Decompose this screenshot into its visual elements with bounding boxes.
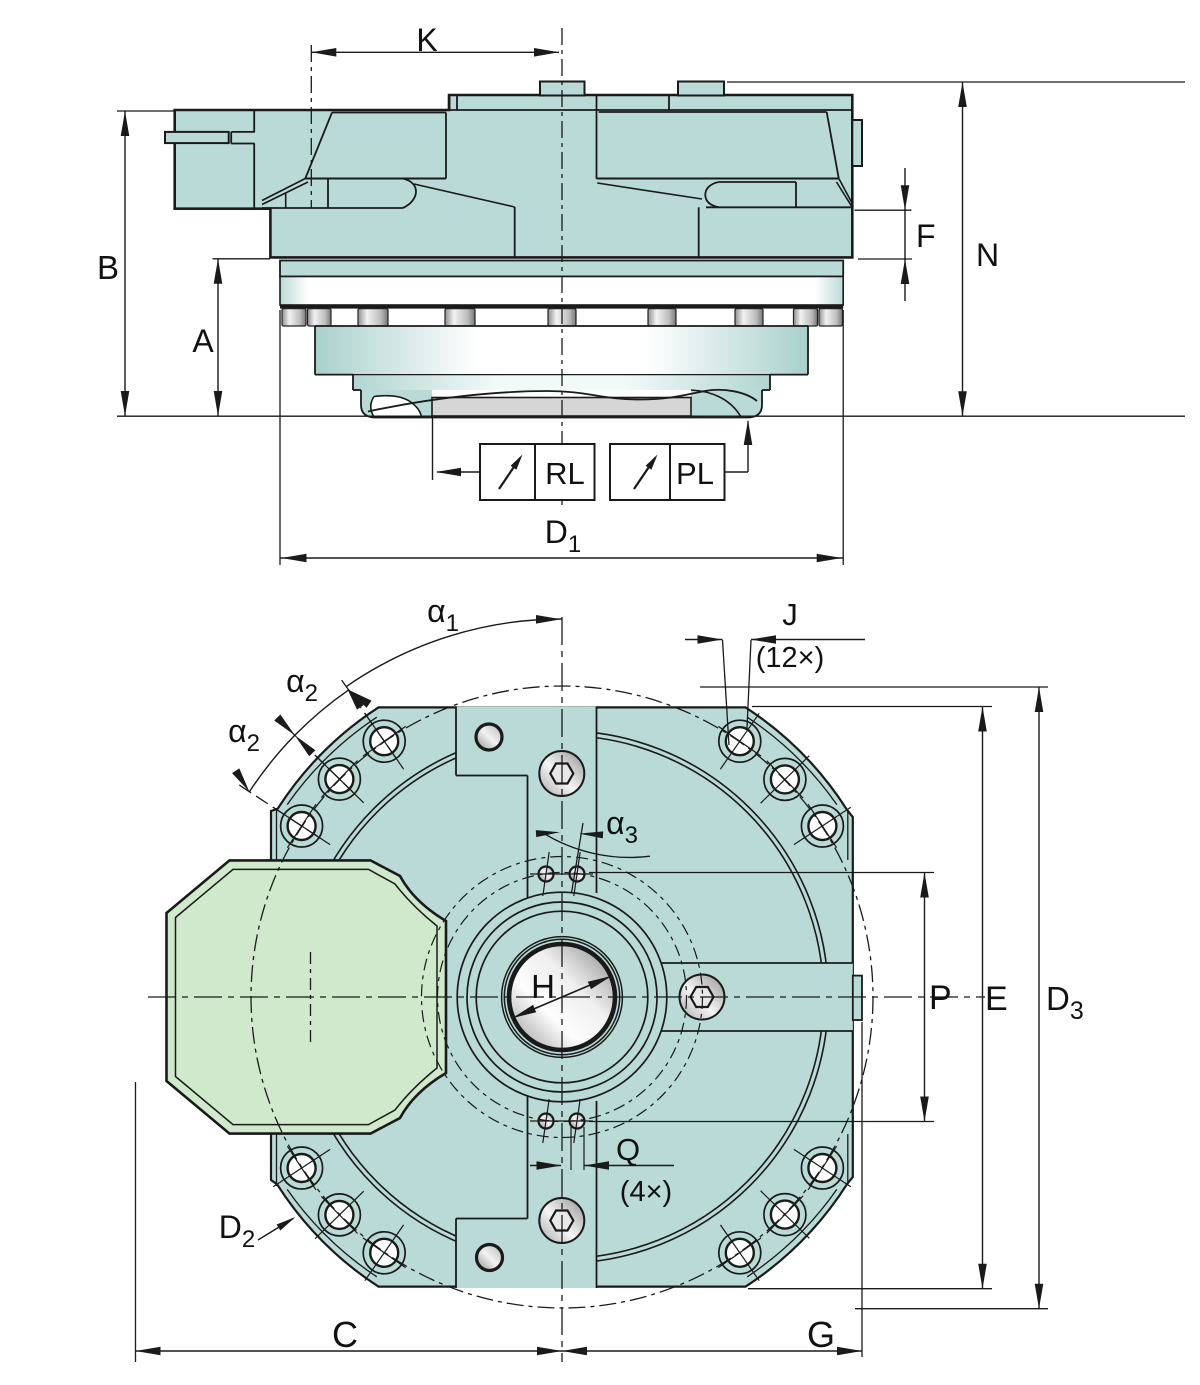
svg-text:RL: RL: [545, 456, 585, 491]
svg-text:H: H: [531, 968, 555, 1005]
svg-text:Q: Q: [616, 1132, 640, 1167]
svg-text:A: A: [192, 323, 214, 359]
svg-text:P: P: [929, 979, 952, 1017]
svg-text:F: F: [916, 218, 936, 254]
svg-text:C: C: [332, 1314, 358, 1355]
svg-text:E: E: [985, 980, 1008, 1018]
svg-text:(12×): (12×): [756, 642, 825, 674]
svg-text:PL: PL: [676, 456, 714, 491]
svg-text:G: G: [807, 1314, 835, 1355]
svg-text:J: J: [782, 597, 798, 632]
svg-text:N: N: [976, 237, 999, 273]
svg-text:B: B: [97, 249, 119, 286]
svg-text:K: K: [416, 22, 437, 58]
svg-text:(4×): (4×): [620, 1176, 672, 1208]
